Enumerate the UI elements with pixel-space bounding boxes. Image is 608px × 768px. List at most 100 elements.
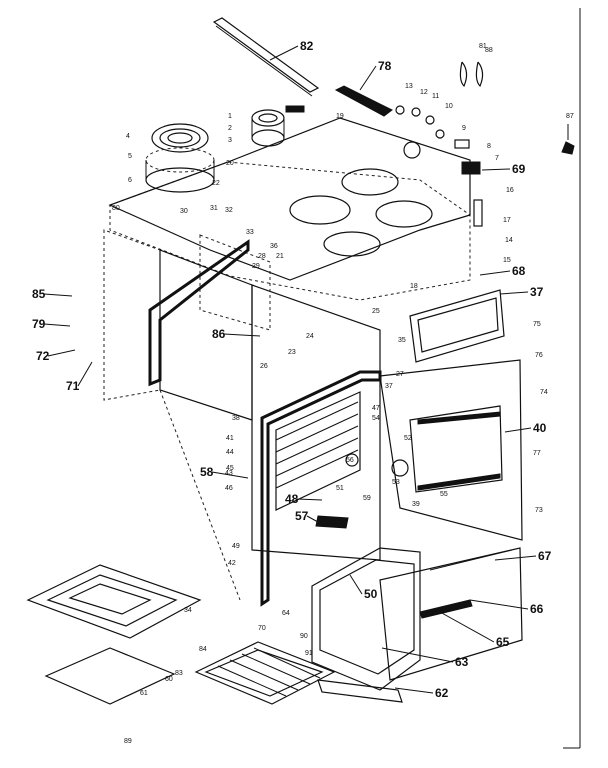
callout-label-68: 68 xyxy=(512,264,526,278)
part-label-10: 10 xyxy=(445,103,453,110)
part-label-56: 56 xyxy=(346,457,354,464)
part-label-22: 22 xyxy=(212,180,220,187)
part-label-45: 45 xyxy=(226,465,234,472)
part-label-87: 87 xyxy=(566,113,574,120)
part-label-77: 77 xyxy=(533,450,541,457)
part-label-15: 15 xyxy=(503,257,511,264)
callout-leader-40 xyxy=(504,427,532,433)
part-label-81: 81 xyxy=(479,43,487,50)
door-window-glass xyxy=(409,289,505,363)
callout-label-67: 67 xyxy=(538,549,552,563)
part-label-53: 53 xyxy=(392,479,400,486)
part-label-9: 9 xyxy=(462,125,466,132)
part-label-25: 25 xyxy=(372,308,380,315)
oven-liner xyxy=(260,370,382,607)
part-label-12: 12 xyxy=(420,89,428,96)
oven-light-socket xyxy=(561,124,575,155)
part-label-83: 83 xyxy=(175,670,183,677)
part-label-51: 51 xyxy=(336,485,344,492)
part-label-23: 23 xyxy=(288,349,296,356)
part-label-89: 89 xyxy=(124,738,132,745)
part-label-49: 49 xyxy=(232,543,240,550)
callout-leader-71 xyxy=(77,361,93,387)
knobs-and-switches xyxy=(395,105,481,175)
part-label-42: 42 xyxy=(228,560,236,567)
callout-label-78: 78 xyxy=(378,59,392,73)
callout-leader-72 xyxy=(47,349,76,357)
callout-label-71: 71 xyxy=(66,379,80,393)
part-label-34: 34 xyxy=(184,607,192,614)
spring-clips xyxy=(459,61,484,88)
part-label-29: 29 xyxy=(252,263,260,270)
side-bracket xyxy=(473,199,483,227)
part-label-27: 27 xyxy=(396,371,404,378)
callout-leader-58 xyxy=(211,471,249,479)
part-label-74: 74 xyxy=(540,389,548,396)
part-label-91: 91 xyxy=(305,650,313,657)
storage-drawer xyxy=(311,547,523,703)
part-label-6: 6 xyxy=(128,177,132,184)
callout-leader-69 xyxy=(481,168,511,171)
part-label-33: 33 xyxy=(246,229,254,236)
part-label-60: 60 xyxy=(165,676,173,683)
part-label-18: 18 xyxy=(410,283,418,290)
part-label-32: 32 xyxy=(225,207,233,214)
callout-leader-82 xyxy=(269,45,299,61)
callout-leader-63 xyxy=(381,647,454,663)
top-trim-strip xyxy=(212,17,320,97)
callout-label-85: 85 xyxy=(32,287,46,301)
part-label-31: 31 xyxy=(210,205,218,212)
part-label-24: 24 xyxy=(306,333,314,340)
part-label-54: 54 xyxy=(372,415,380,422)
broiler-shield xyxy=(44,647,176,705)
callout-label-86: 86 xyxy=(212,327,226,341)
control-panel-strip xyxy=(334,85,393,117)
callout-label-48: 48 xyxy=(285,492,299,506)
callout-label-79: 79 xyxy=(32,317,46,331)
callout-leader-66 xyxy=(469,599,529,610)
broiler-rack xyxy=(194,641,336,705)
part-label-41: 41 xyxy=(226,435,234,442)
callout-label-72: 72 xyxy=(36,349,50,363)
part-label-52: 52 xyxy=(404,435,412,442)
callout-leader-50 xyxy=(349,574,363,595)
part-label-46: 46 xyxy=(225,485,233,492)
callout-label-82: 82 xyxy=(300,39,314,53)
part-label-44: 44 xyxy=(226,449,234,456)
part-label-39: 39 xyxy=(412,501,420,508)
part-label-3: 3 xyxy=(228,137,232,144)
part-label-90: 90 xyxy=(300,633,308,640)
callout-label-57: 57 xyxy=(295,509,309,523)
part-label-20: 20 xyxy=(226,160,234,167)
callout-leader-37 xyxy=(499,291,529,295)
surface-element-small xyxy=(251,105,305,147)
part-label-5: 5 xyxy=(128,153,132,160)
callout-leader-48 xyxy=(296,498,323,501)
part-label-35: 35 xyxy=(398,337,406,344)
cooktop-body xyxy=(108,117,471,301)
part-label-7: 7 xyxy=(495,155,499,162)
callout-label-65: 65 xyxy=(496,635,510,649)
part-label-59: 59 xyxy=(363,495,371,502)
callout-label-62: 62 xyxy=(435,686,449,700)
part-label-19: 19 xyxy=(336,113,344,120)
part-label-30: 30 xyxy=(180,208,188,215)
part-label-73: 73 xyxy=(535,507,543,514)
callout-label-40: 40 xyxy=(533,421,547,435)
part-label-47: 47 xyxy=(372,405,380,412)
callout-leader-85 xyxy=(43,293,73,297)
part-label-43: 43 xyxy=(225,470,233,477)
callout-leader-65 xyxy=(439,611,495,643)
part-label-88: 88 xyxy=(485,47,493,54)
part-label-80: 80 xyxy=(112,205,120,212)
part-label-38: 38 xyxy=(232,415,240,422)
part-label-1: 1 xyxy=(228,113,232,120)
part-label-11: 11 xyxy=(432,93,439,100)
callout-leader-86 xyxy=(223,333,261,337)
part-label-13: 13 xyxy=(405,83,413,90)
part-label-84: 84 xyxy=(199,646,207,653)
callout-leader-68 xyxy=(479,270,511,276)
part-label-61: 61 xyxy=(140,690,148,697)
part-label-21: 21 xyxy=(276,253,284,260)
